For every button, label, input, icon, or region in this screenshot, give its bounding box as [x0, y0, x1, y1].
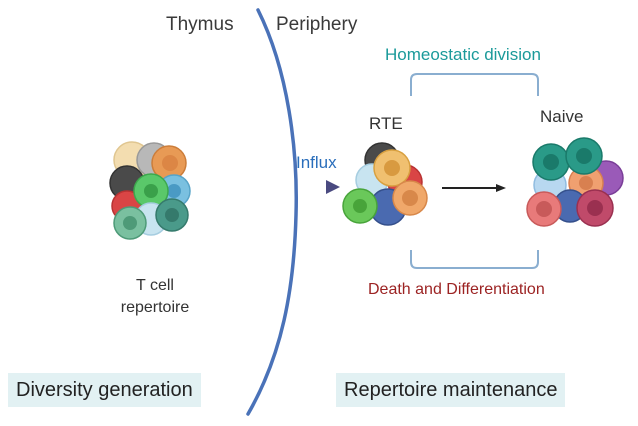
periphery-label: Periphery: [276, 14, 358, 35]
influx-label: Influx: [296, 153, 337, 172]
repertoire-maintenance-box: Repertoire maintenance: [336, 373, 566, 407]
t-cell-repertoire-line1: T cell: [136, 277, 174, 294]
rte-label: RTE: [369, 114, 403, 133]
naive-cluster-icon: [526, 137, 624, 227]
homeostatic-division-label: Homeostatic division: [385, 45, 541, 64]
t-cell-repertoire-line2: repertoire: [120, 299, 190, 316]
thymus-label: Thymus: [166, 14, 234, 35]
naive-label: Naive: [540, 107, 584, 126]
influx-arrow: [215, 180, 340, 194]
t-cell-repertoire-label: T cell repertoire: [100, 275, 210, 319]
homeostatic-division-bracket: [410, 73, 539, 96]
rte-cluster-icon: [342, 142, 428, 226]
death-and-differentiation-label: Death and Differentiation: [368, 281, 545, 298]
t-cell-repertoire-cluster-icon: [109, 141, 191, 240]
thymus-periphery-divider: [246, 8, 298, 416]
death-differentiation-bracket: [410, 250, 539, 269]
diversity-generation-box: Diversity generation: [8, 373, 201, 407]
rte-to-naive-arrow: [442, 184, 506, 192]
